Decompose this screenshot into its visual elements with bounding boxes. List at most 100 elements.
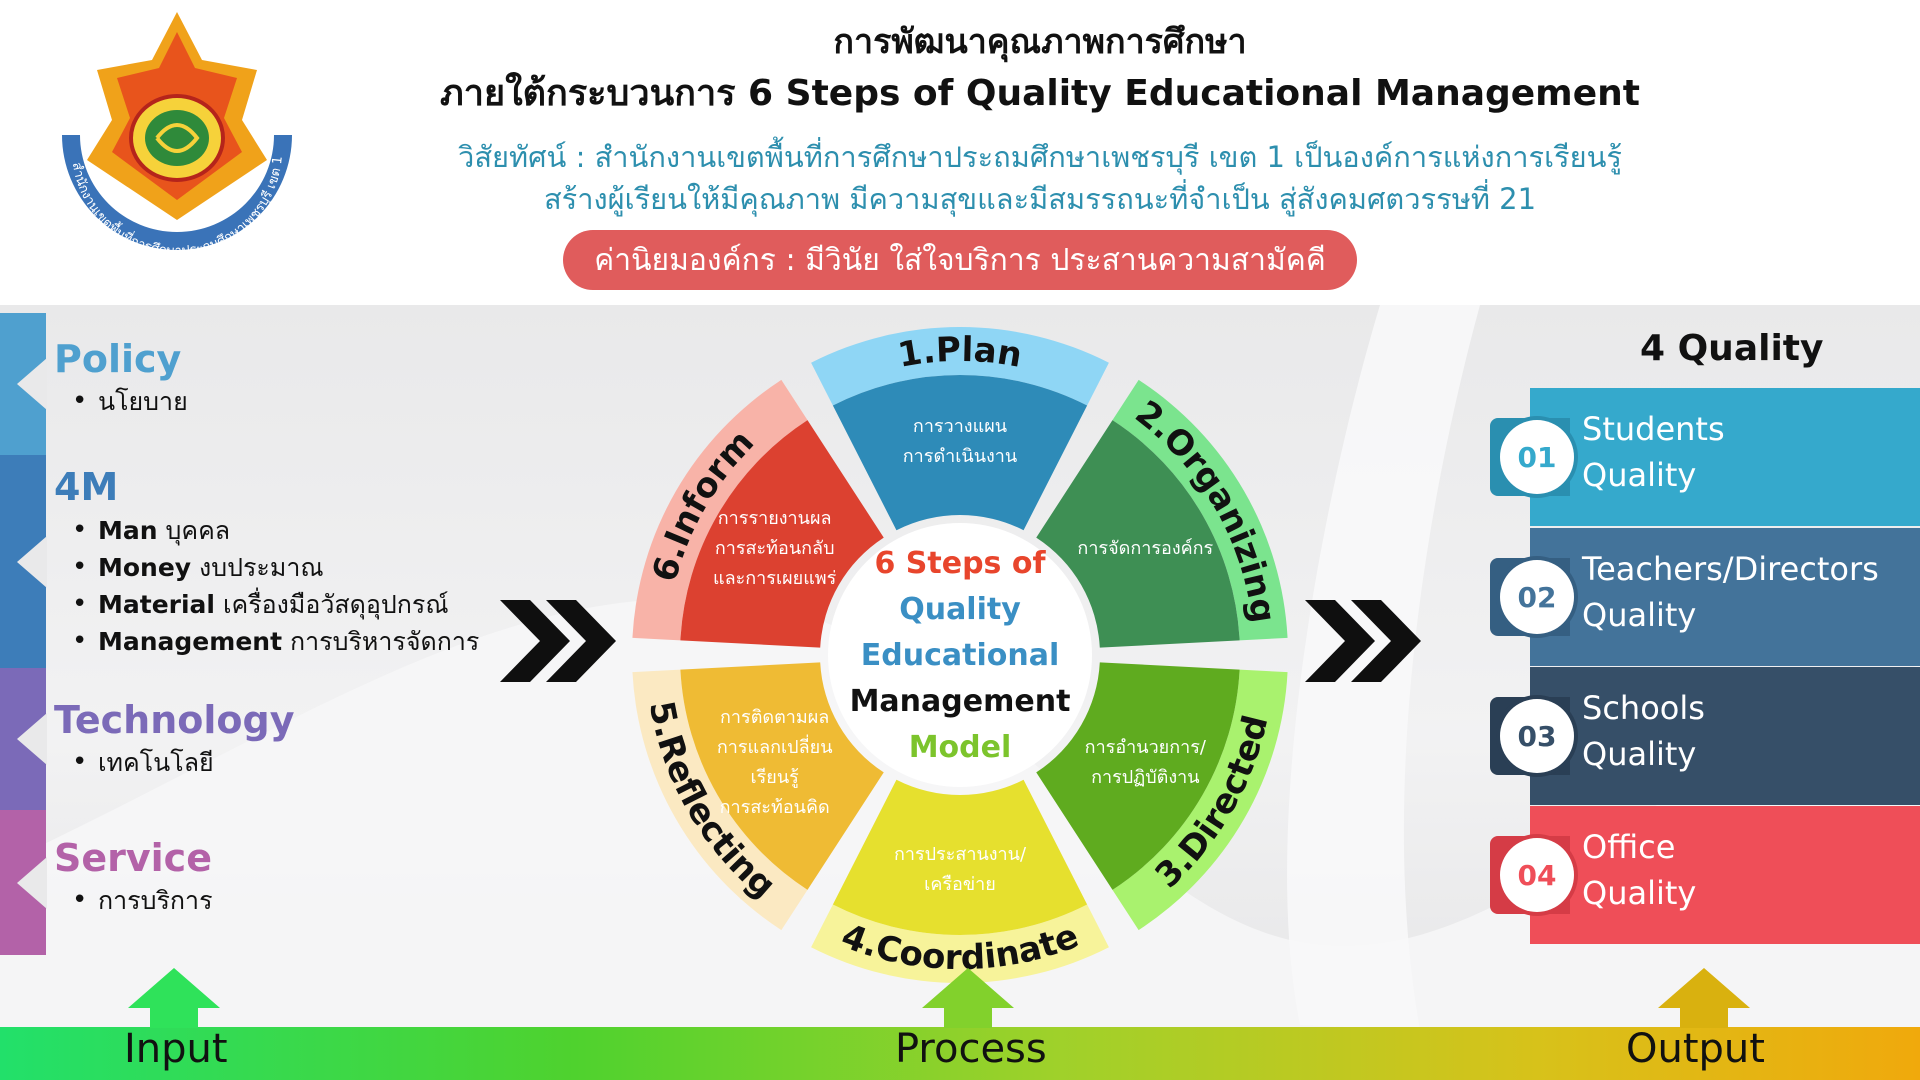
badge-ring <box>1496 834 1578 916</box>
badge-number: 04 <box>1500 838 1574 912</box>
wheel-center-title: Quality <box>899 592 1021 627</box>
input-block-tab <box>0 455 46 668</box>
input-item: Man บุคคล <box>72 512 479 549</box>
vision-line1: วิสัยทัศน์ : สำนักงานเขตพื้นที่การศึกษาป… <box>458 140 1622 174</box>
wheel-center-title: Educational <box>861 638 1059 673</box>
input-item: นโยบาย <box>72 383 188 420</box>
wheel-center-title: Model <box>909 730 1012 765</box>
wheel-step-description: การดำเนินงาน <box>903 446 1017 467</box>
quality-number-badge: 02 <box>1490 556 1582 638</box>
double-chevron-right-icon <box>1305 600 1421 682</box>
page-title-line2: ภายใต้กระบวนการ 6 Steps of Quality Educa… <box>440 73 1640 114</box>
input-block: Technology เทคโนโลยี <box>0 668 470 810</box>
wheel-sector <box>1036 662 1240 890</box>
badge-ring <box>1496 416 1578 498</box>
badge-ring <box>1496 556 1578 638</box>
quality-card-line1: Teachers/Directors <box>1582 550 1879 588</box>
wheel-outer-band <box>811 327 1109 406</box>
input-block-tab <box>0 668 46 810</box>
wheel-step-description: การอำนวยการ/ <box>1085 737 1207 758</box>
svg-text:1.Plan: 1.Plan <box>895 330 1025 376</box>
wheel-center-title: 6 Steps of <box>874 546 1046 581</box>
quality-title: 4 Quality <box>1640 328 1824 369</box>
input-item-keyword: Management <box>98 627 283 656</box>
up-arrow-icon <box>128 968 220 1028</box>
wheel-step-label: 1.Plan <box>895 330 1025 376</box>
input-block: Service การบริการ <box>0 810 470 955</box>
input-item: Management การบริหารจัดการ <box>72 623 479 660</box>
wheel-sector <box>680 420 884 648</box>
input-item-list: เทคโนโลยี <box>72 744 214 781</box>
stage-output-label: Output <box>1626 1026 1765 1072</box>
quality-number-badge: 01 <box>1490 416 1582 498</box>
input-block: Policy นโยบาย <box>0 313 470 455</box>
wheel-step-description: การติดตามผล <box>720 707 829 728</box>
wheel-sector <box>832 375 1088 531</box>
input-heading: Policy <box>54 337 182 381</box>
wheel-sector <box>680 662 884 890</box>
wheel-outer-band <box>1112 379 1288 641</box>
input-heading: Service <box>54 836 212 880</box>
wheel-step-description: การแลกเปลี่ยน <box>717 734 833 758</box>
input-item-text: นโยบาย <box>98 387 188 416</box>
wheel-outer-band <box>632 669 808 931</box>
wheel-outer-band <box>1112 669 1288 931</box>
wheel-step-description: การสะท้อนคิด <box>720 797 830 818</box>
badge-number: 02 <box>1500 560 1574 634</box>
wheel-step-description: การวางแผน <box>913 416 1007 437</box>
input-block: 4MMan บุคคล Money งบประมาณ Material เครื่อ… <box>0 455 479 668</box>
input-item-text: บุคคล <box>157 516 231 545</box>
quality-card-line2: Quality <box>1582 735 1697 773</box>
up-arrow-icon <box>922 968 1014 1028</box>
wheel-step-description: การจัดการองค์กร <box>1077 538 1213 559</box>
input-item-text: เทคโนโลยี <box>98 748 214 777</box>
quality-card-line1: Schools <box>1582 689 1705 727</box>
input-item-text: การบริหารจัดการ <box>282 627 480 656</box>
input-block-tab <box>0 313 46 455</box>
quality-number-badge: 03 <box>1490 695 1582 777</box>
badge-number: 03 <box>1500 699 1574 773</box>
input-block-tab <box>0 810 46 955</box>
input-item-keyword: Money <box>98 553 192 582</box>
wheel-step-description: เรียนรู้ <box>750 767 799 788</box>
input-item-keyword: Material <box>98 590 215 619</box>
office-emblem-logo: สำนักงานเขตพื้นที่การศึกษาประถมศึกษาเพชร… <box>62 12 292 259</box>
input-item-list: นโยบาย <box>72 383 188 420</box>
wheel-step-description: เครือข่าย <box>924 874 996 895</box>
stage-input-label: Input <box>124 1026 228 1072</box>
page-title-line1: การพัฒนาคุณภาพการศึกษา <box>833 22 1247 62</box>
quality-card-line2: Quality <box>1582 596 1697 634</box>
quality-number-badge: 04 <box>1490 834 1582 916</box>
wheel-step-description: การปฏิบัติงาน <box>1091 767 1200 788</box>
input-item-list: การบริการ <box>72 882 213 919</box>
wheel-sector <box>1036 420 1240 648</box>
wheel-step-description: การประสานงาน/ <box>894 844 1027 865</box>
quality-card-line1: Students <box>1582 410 1725 448</box>
double-chevron-right-icon <box>500 600 616 682</box>
input-heading: 4M <box>54 465 119 509</box>
badge-number: 01 <box>1500 420 1574 494</box>
wheel-step-description: และการเผยแพร่ <box>713 568 837 589</box>
input-item: เทคโนโลยี <box>72 744 214 781</box>
wheel-center-title: Management <box>850 684 1071 719</box>
core-values-pill: ค่านิยมองค์กร : มีวินัย ใส่ใจบริการ ประส… <box>563 230 1357 290</box>
input-item: การบริการ <box>72 882 213 919</box>
vision-line2: สร้างผู้เรียนให้มีคุณภาพ มีความสุขและมีส… <box>543 182 1537 216</box>
quality-card-line2: Quality <box>1582 456 1697 494</box>
up-arrow-icon <box>1658 968 1750 1028</box>
input-heading: Technology <box>54 698 295 742</box>
wheel-step-description: การรายงานผล <box>718 508 832 529</box>
input-item-text: การบริการ <box>98 886 213 915</box>
badge-ring <box>1496 695 1578 777</box>
input-item-text: งบประมาณ <box>191 553 324 582</box>
input-item-list: Man บุคคล Money งบประมาณ Material เครื่องม… <box>72 512 479 660</box>
input-item-text: เครื่องมือวัสดุอุปกรณ์ <box>215 590 449 619</box>
quality-card-line2: Quality <box>1582 874 1697 912</box>
stage-process-label: Process <box>895 1026 1047 1072</box>
